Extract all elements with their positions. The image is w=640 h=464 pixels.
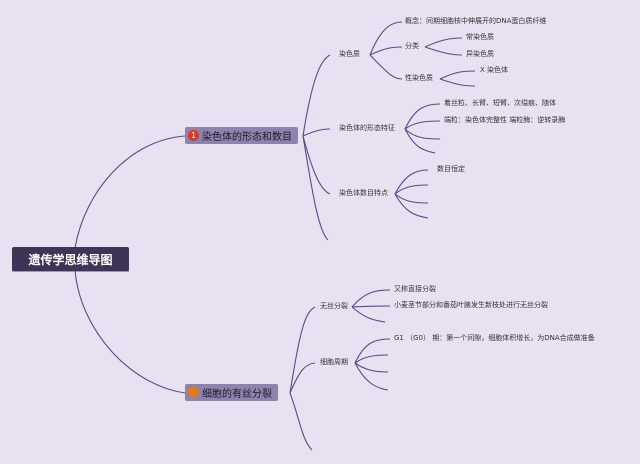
node-cell-cycle[interactable]: 细胞周期 bbox=[320, 358, 348, 366]
node-x-chromosome[interactable]: X 染色体 bbox=[480, 66, 509, 74]
node-euchromatin[interactable]: 常染色质 bbox=[466, 33, 494, 41]
node-direct-division[interactable]: 又称直接分裂 bbox=[394, 285, 436, 293]
root-node[interactable]: 遗传学思维导图 bbox=[12, 247, 129, 271]
branch-node-chromosome-morphology[interactable]: 1 染色体的形态和数目 bbox=[185, 127, 298, 144]
node-concept[interactable]: 概念：间期细胞核中伸展开的DNA蛋白质纤维 bbox=[405, 17, 547, 25]
branch-node-mitosis[interactable]: 细胞的有丝分裂 bbox=[185, 384, 278, 401]
number-badge-1: 1 bbox=[188, 130, 199, 141]
node-g1-phase[interactable]: G1 （G0） 期：第一个间隙，细胞体积增长，为DNA合成做准备 bbox=[394, 334, 595, 342]
node-telomere[interactable]: 端粒：染色体完整性 端粒酶：逆转录酶 bbox=[444, 116, 566, 124]
node-chromatin[interactable]: 染色质 bbox=[339, 50, 360, 58]
number-badge-2 bbox=[188, 387, 199, 398]
node-amitosis[interactable]: 无丝分裂 bbox=[320, 302, 348, 310]
node-number-features[interactable]: 染色体数目特点 bbox=[339, 189, 388, 197]
node-morphology[interactable]: 染色体的形态特征 bbox=[339, 124, 395, 132]
branch-label: 染色体的形态和数目 bbox=[202, 132, 292, 143]
node-heterochromatin[interactable]: 异染色质 bbox=[466, 50, 494, 58]
node-amitosis-example[interactable]: 小麦茎节部分和番茄叶腋发生新枝处进行无丝分裂 bbox=[394, 301, 548, 309]
node-sex-chromatin[interactable]: 性染色质 bbox=[405, 74, 433, 82]
node-classification[interactable]: 分类 bbox=[405, 42, 419, 50]
branch-label: 细胞的有丝分裂 bbox=[202, 389, 272, 400]
node-morph-items[interactable]: 着丝粒、长臂、短臂、次缢痕、随体 bbox=[444, 99, 556, 107]
node-number-constant[interactable]: 数目恒定 bbox=[437, 165, 465, 173]
